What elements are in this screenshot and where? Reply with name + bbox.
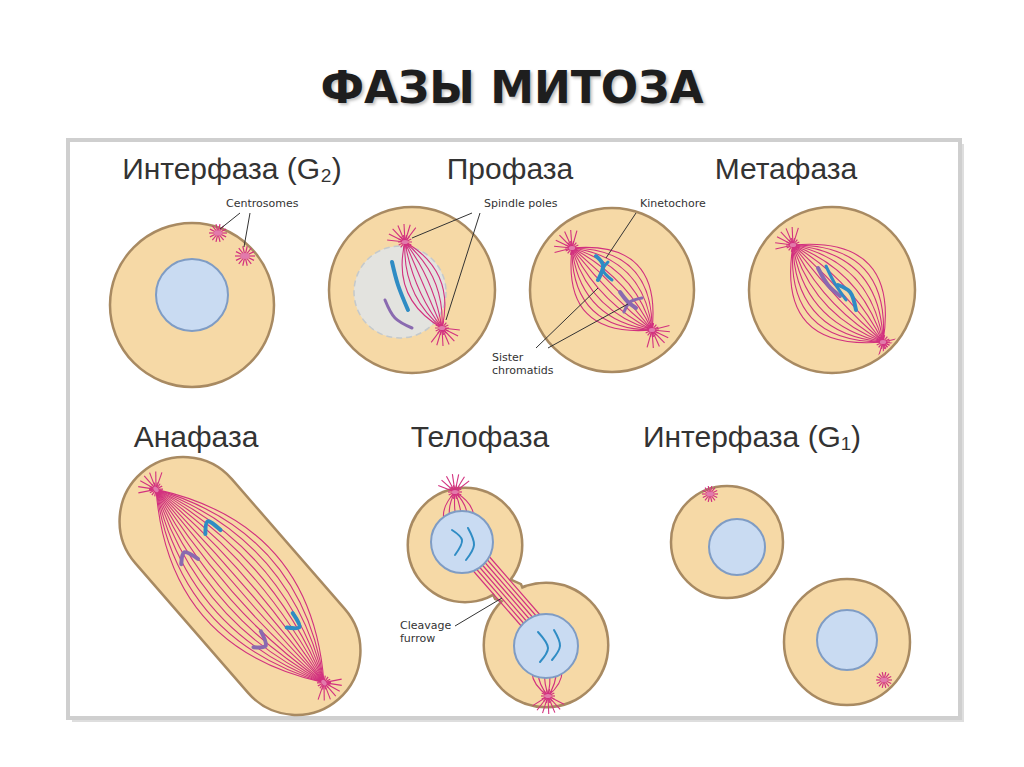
phase-heading: Интерфаза (G₂) — [82, 152, 382, 187]
leader-line — [548, 304, 628, 348]
phase-heading: Интерфаза (G₁) — [602, 420, 902, 455]
callout-label: Cleavage furrow — [400, 620, 460, 645]
centrosome — [876, 335, 890, 349]
interphase-g2-cell — [110, 223, 274, 387]
chromosome — [466, 528, 474, 560]
chromosome — [838, 285, 856, 310]
spindle-fibers — [387, 224, 460, 346]
cell-membrane — [110, 223, 274, 387]
nucleus — [514, 614, 578, 678]
centrosome — [541, 689, 555, 703]
centrosome — [314, 673, 333, 693]
leader-line — [455, 598, 502, 626]
phase-heading: Профаза — [400, 152, 620, 187]
nucleus — [709, 519, 765, 575]
leader-line — [244, 213, 250, 247]
midbody-fiber — [481, 558, 535, 620]
anaphase-cell — [93, 431, 386, 741]
nucleus — [817, 610, 877, 670]
centrosome — [876, 672, 892, 688]
cell-membrane — [671, 486, 783, 598]
cell-membrane — [784, 579, 910, 705]
leader-lines — [220, 213, 636, 626]
callout-label: Kinetochore — [640, 198, 730, 211]
centrosome — [645, 323, 659, 337]
nucleus — [431, 511, 493, 573]
cell-membrane — [329, 207, 495, 373]
spindle-fibers — [554, 230, 670, 348]
midbody-fiber — [478, 560, 532, 622]
cell-membrane — [93, 431, 386, 741]
leader-line — [446, 213, 480, 320]
chromosome — [392, 262, 408, 310]
chromosome — [452, 530, 462, 555]
page-title: ФАЗЫ МИТОЗА — [0, 62, 1024, 113]
leader-line — [606, 213, 636, 258]
centrosome — [146, 480, 165, 500]
interphase-g1-cells — [671, 486, 910, 705]
callout-label: Sister chromatids — [492, 352, 562, 377]
centrosome — [786, 238, 800, 252]
prophase-cell — [329, 207, 495, 373]
callout-label: Spindle poles — [484, 198, 584, 211]
phase-heading: Анафаза — [76, 420, 316, 455]
cell-membrane — [530, 208, 694, 372]
chromosome — [200, 519, 220, 540]
chromosome — [177, 548, 198, 569]
centrosome — [398, 235, 412, 249]
centrosome — [209, 224, 227, 242]
chromosome — [282, 613, 302, 634]
nucleus — [156, 259, 228, 331]
centrosome — [702, 486, 718, 502]
chromosome — [249, 631, 270, 652]
callout-label: Centrosomes — [226, 198, 316, 211]
chromosome — [603, 262, 612, 280]
cell-membrane — [749, 207, 915, 373]
spindle-fibers — [108, 445, 371, 728]
metaphase-cell — [749, 207, 915, 373]
spindle-fibers — [775, 227, 901, 360]
prometaphase-cell — [530, 208, 694, 372]
centrosome — [448, 485, 462, 499]
chromosome — [552, 630, 560, 660]
chromosome — [826, 266, 846, 300]
leader-line — [220, 213, 240, 229]
midbody-fiber — [484, 556, 538, 618]
chromosome — [385, 300, 412, 328]
leader-line — [412, 213, 472, 238]
leader-line — [536, 288, 598, 348]
phase-heading: Метафаза — [666, 152, 906, 187]
centrosome — [435, 321, 449, 335]
phase-heading: Телофаза — [360, 420, 600, 455]
centrosome — [235, 246, 255, 265]
centrosome — [565, 241, 579, 255]
chromosome — [538, 632, 548, 662]
midbody-fiber — [487, 554, 541, 616]
telophase-cell — [409, 474, 607, 714]
